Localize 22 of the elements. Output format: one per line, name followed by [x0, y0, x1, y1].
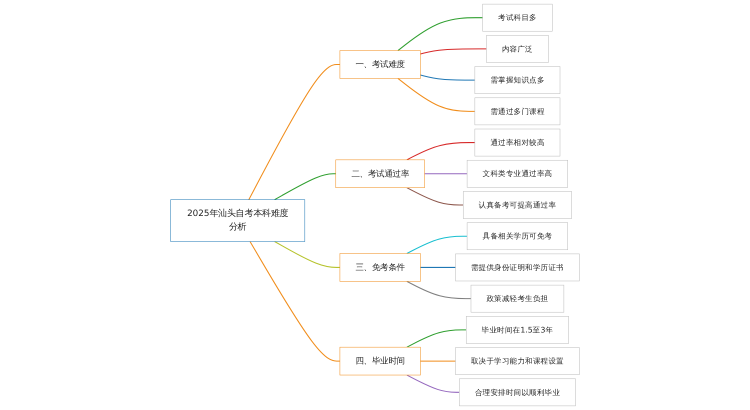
node-box: 2025年汕头自考本科难度分析 [170, 199, 306, 242]
connector [420, 266, 456, 268]
connector [406, 236, 468, 254]
connector [398, 78, 475, 112]
node-box: 二、考试通过率 [336, 160, 425, 188]
connector [406, 329, 466, 348]
connector [274, 241, 340, 268]
connector [420, 74, 475, 81]
node-box: 一、考试难度 [340, 50, 421, 79]
connector [406, 142, 475, 160]
connector [420, 360, 456, 362]
connector [398, 17, 483, 51]
node-box: 三、免考条件 [340, 253, 421, 282]
node-box: 四、毕业时间 [340, 346, 421, 376]
connector [406, 187, 464, 206]
connector [406, 374, 460, 393]
connector [424, 173, 468, 174]
connector [250, 241, 340, 362]
connector [274, 173, 336, 200]
connector [248, 64, 340, 200]
connector [406, 280, 471, 300]
connector [420, 48, 486, 54]
